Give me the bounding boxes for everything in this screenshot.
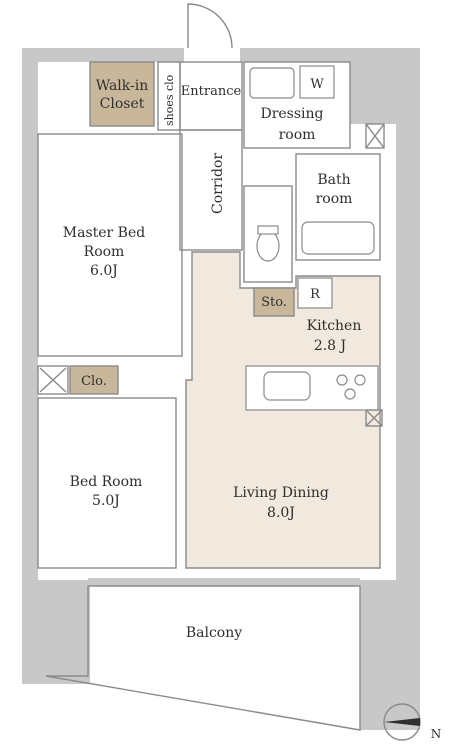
north-mark: N (431, 727, 442, 741)
washbasin (249, 67, 295, 99)
wall-left (22, 48, 38, 580)
balcony-label: Balcony (186, 625, 242, 641)
closet-label: Clo. (81, 374, 107, 389)
toilet-room-walls (243, 185, 293, 283)
master-bed-room-label-2: Room (84, 244, 125, 260)
master-bed-room-label-1: Master Bed (63, 225, 145, 241)
shoes-closet-label: shoes clo (163, 74, 176, 126)
bed-room-label-2: 5.0J (92, 493, 120, 509)
washer-space (299, 65, 335, 99)
interior-walls (37, 3, 421, 741)
kitchen-sink (263, 371, 311, 401)
exterior-walls (22, 48, 420, 730)
storage-floor (253, 287, 295, 317)
refrigerator-mark: R (310, 287, 321, 302)
corridor-walls (179, 129, 243, 251)
wall-bottom-right-block (360, 580, 420, 730)
shaft-bed-room (39, 367, 67, 393)
shaft-top-right (365, 123, 385, 149)
wall-right (396, 124, 420, 580)
room-labels: Walk-in Closet shoes clo Entrance Dressi… (63, 74, 441, 741)
dressing-room-label-1: Dressing (260, 106, 323, 122)
walk-in-closet-label-2: Closet (100, 96, 145, 112)
stove-burner-2 (354, 374, 366, 386)
bath-room-label-1: Bath (317, 172, 350, 188)
wall-top-right-corner (350, 48, 420, 124)
entrance-label: Entrance (181, 84, 242, 99)
closet-floor (69, 365, 119, 395)
shaft-kitchen (365, 409, 383, 427)
wall-bottom-left-block (22, 580, 90, 684)
entrance-door-swing (187, 3, 233, 49)
toilet-tank (257, 225, 279, 235)
living-dining-label-2: 8.0J (267, 505, 295, 521)
master-bed-room-walls (37, 133, 183, 357)
bed-room-walls (37, 397, 177, 569)
dressing-room-label-2: room (279, 127, 316, 143)
storage-label: Sto. (261, 295, 287, 310)
refrigerator-space (297, 277, 333, 309)
bathtub (301, 221, 375, 255)
stove-burner-1 (336, 374, 348, 386)
corridor-label: Corridor (210, 153, 226, 214)
kitchen-label-2: 2.8 J (314, 338, 346, 354)
walk-in-closet-label-1: Walk-in (96, 78, 148, 94)
bed-room-label-1: Bed Room (70, 474, 143, 490)
bath-room-walls (295, 153, 381, 261)
closet-niche-left (37, 365, 69, 395)
master-bed-room-size: 6.0J (90, 263, 118, 279)
wall-bottom (88, 578, 360, 586)
balcony-outline (45, 585, 361, 731)
walk-in-closet-floor (89, 61, 155, 127)
wall-top-left (22, 48, 184, 62)
bath-room-label-2: room (316, 191, 353, 207)
stove-burner-3 (344, 388, 356, 400)
compass-needle (384, 718, 420, 726)
kitchen-label-1: Kitchen (307, 318, 362, 334)
washer-mark: W (310, 77, 324, 92)
living-dining-label-1: Living Dining (233, 485, 329, 501)
dressing-room-walls (243, 61, 351, 149)
toilet (256, 230, 280, 262)
